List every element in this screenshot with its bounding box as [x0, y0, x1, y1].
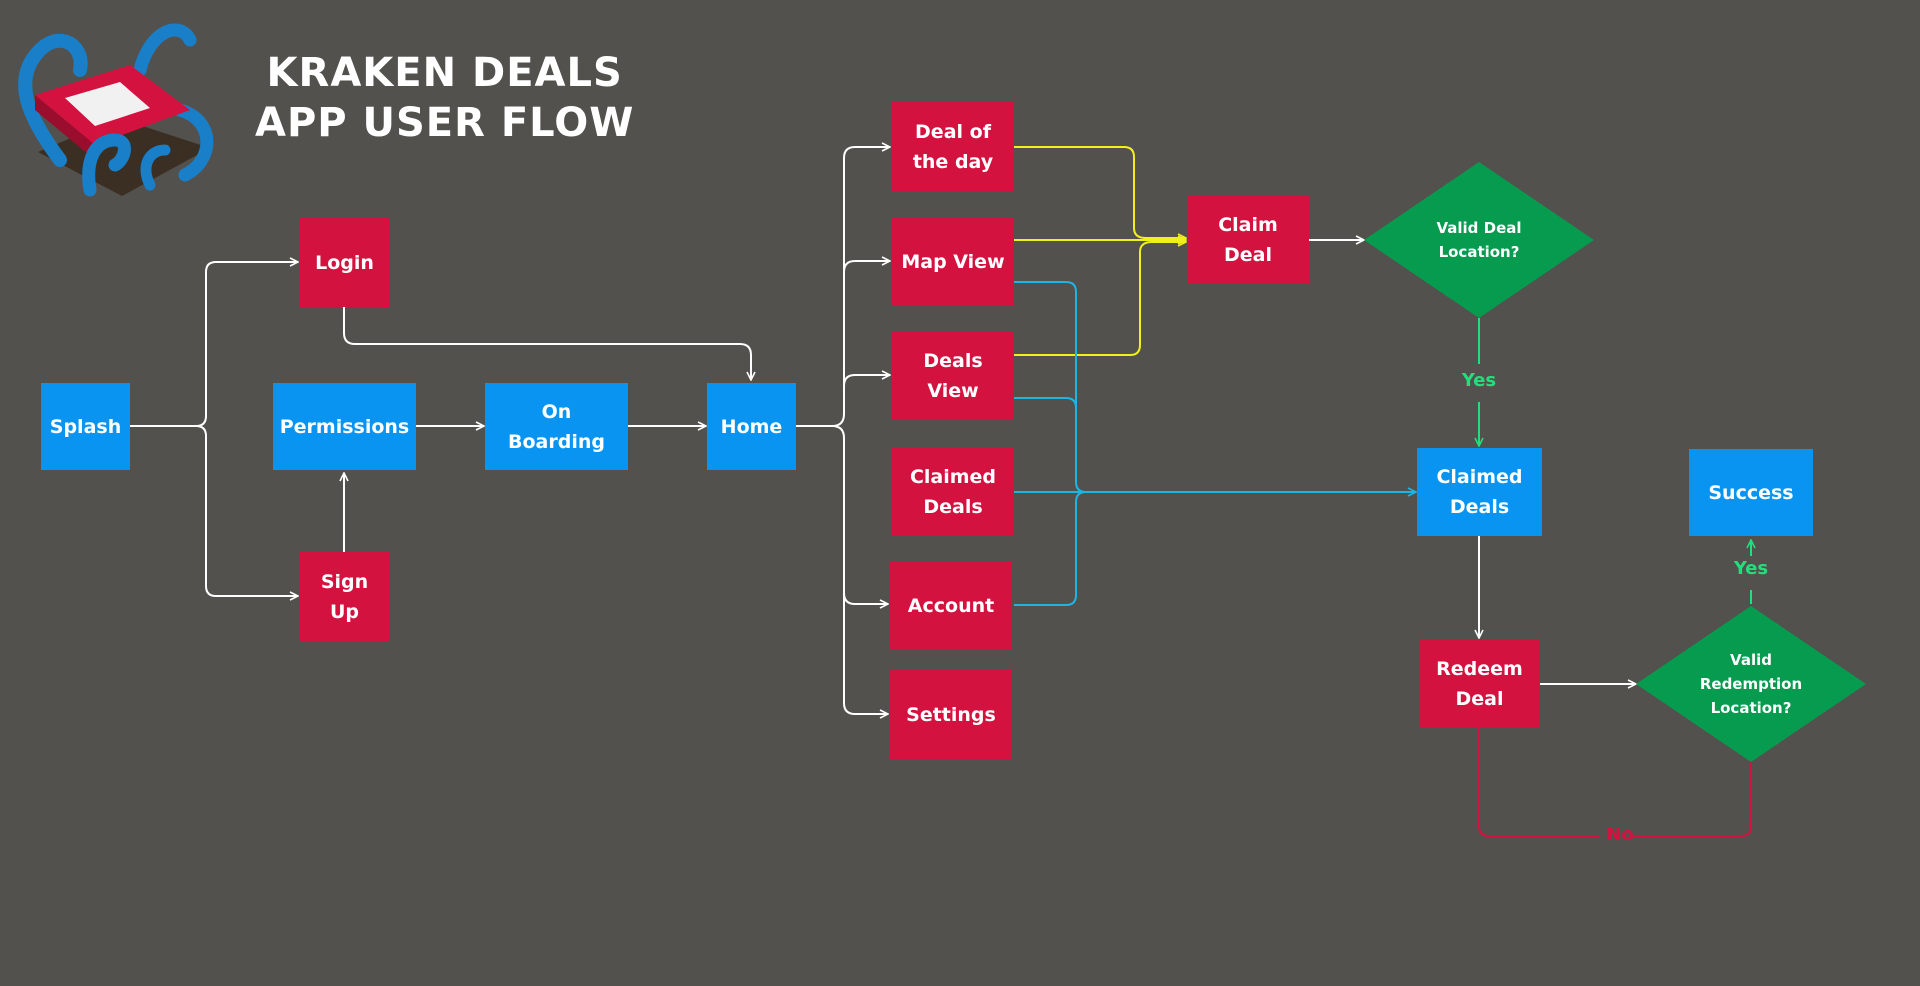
map-view-node[interactable]: Map View [892, 218, 1014, 305]
valid-deal-location-diamond [1364, 162, 1594, 318]
edge-splash-to-signup [195, 425, 298, 596]
permissions-node[interactable]: Permissions [273, 383, 416, 470]
connectors-home-menu [796, 147, 890, 714]
edge-home-trunk [796, 147, 890, 427]
success-node[interactable]: Success [1689, 449, 1813, 536]
connectors-no [1478, 728, 1752, 837]
valid-redemption-location-diamond [1636, 606, 1866, 762]
account-node[interactable]: Account [890, 562, 1012, 649]
valid-deal-location-label: Valid Deal Location? [1436, 219, 1522, 261]
sign-up-node[interactable]: Sign Up [300, 552, 389, 641]
yes-deal-label: Yes [1461, 370, 1497, 391]
no-redemption-label: No [1606, 824, 1634, 845]
title-line-1: KRAKEN DEALS [266, 50, 623, 96]
deals-view-node[interactable]: Deals View [892, 332, 1014, 419]
page-title: KRAKEN DEALS APP USER FLOW [255, 48, 634, 148]
title-line-2: APP USER FLOW [255, 100, 635, 146]
valid-redemption-location-label: Valid Redemption Location? [1699, 651, 1803, 717]
claim-deal-node[interactable]: Claim Deal [1187, 196, 1309, 284]
connectors-yes [1479, 318, 1751, 604]
login-node[interactable]: Login [300, 218, 389, 307]
connectors-right [1308, 240, 1636, 684]
edge-login-to-home [343, 307, 751, 380]
connectors-claimed [1014, 281, 1416, 606]
deal-of-the-day-node[interactable]: Deal of the day [892, 102, 1014, 191]
redeem-deal-node[interactable]: Redeem Deal [1419, 639, 1540, 728]
edge-home-to-dealsview [843, 375, 890, 387]
settings-node[interactable]: Settings [890, 670, 1012, 759]
edge-home-to-account [843, 592, 888, 604]
connectors-claim [1014, 146, 1186, 356]
yes-redemption-label: Yes [1733, 558, 1769, 579]
edge-home-to-mapview [843, 261, 890, 273]
claimed-deals-menu-node[interactable]: Claimed Deals [892, 448, 1014, 536]
kraken-logo-icon [18, 23, 214, 197]
splash-node[interactable]: Splash [41, 383, 130, 470]
connectors-start [130, 262, 751, 596]
home-node[interactable]: Home [707, 383, 796, 470]
edge-splash-branch [130, 262, 298, 427]
on-boarding-node[interactable]: On Boarding [485, 383, 628, 470]
claimed-deals-node[interactable]: Claimed Deals [1417, 448, 1542, 536]
